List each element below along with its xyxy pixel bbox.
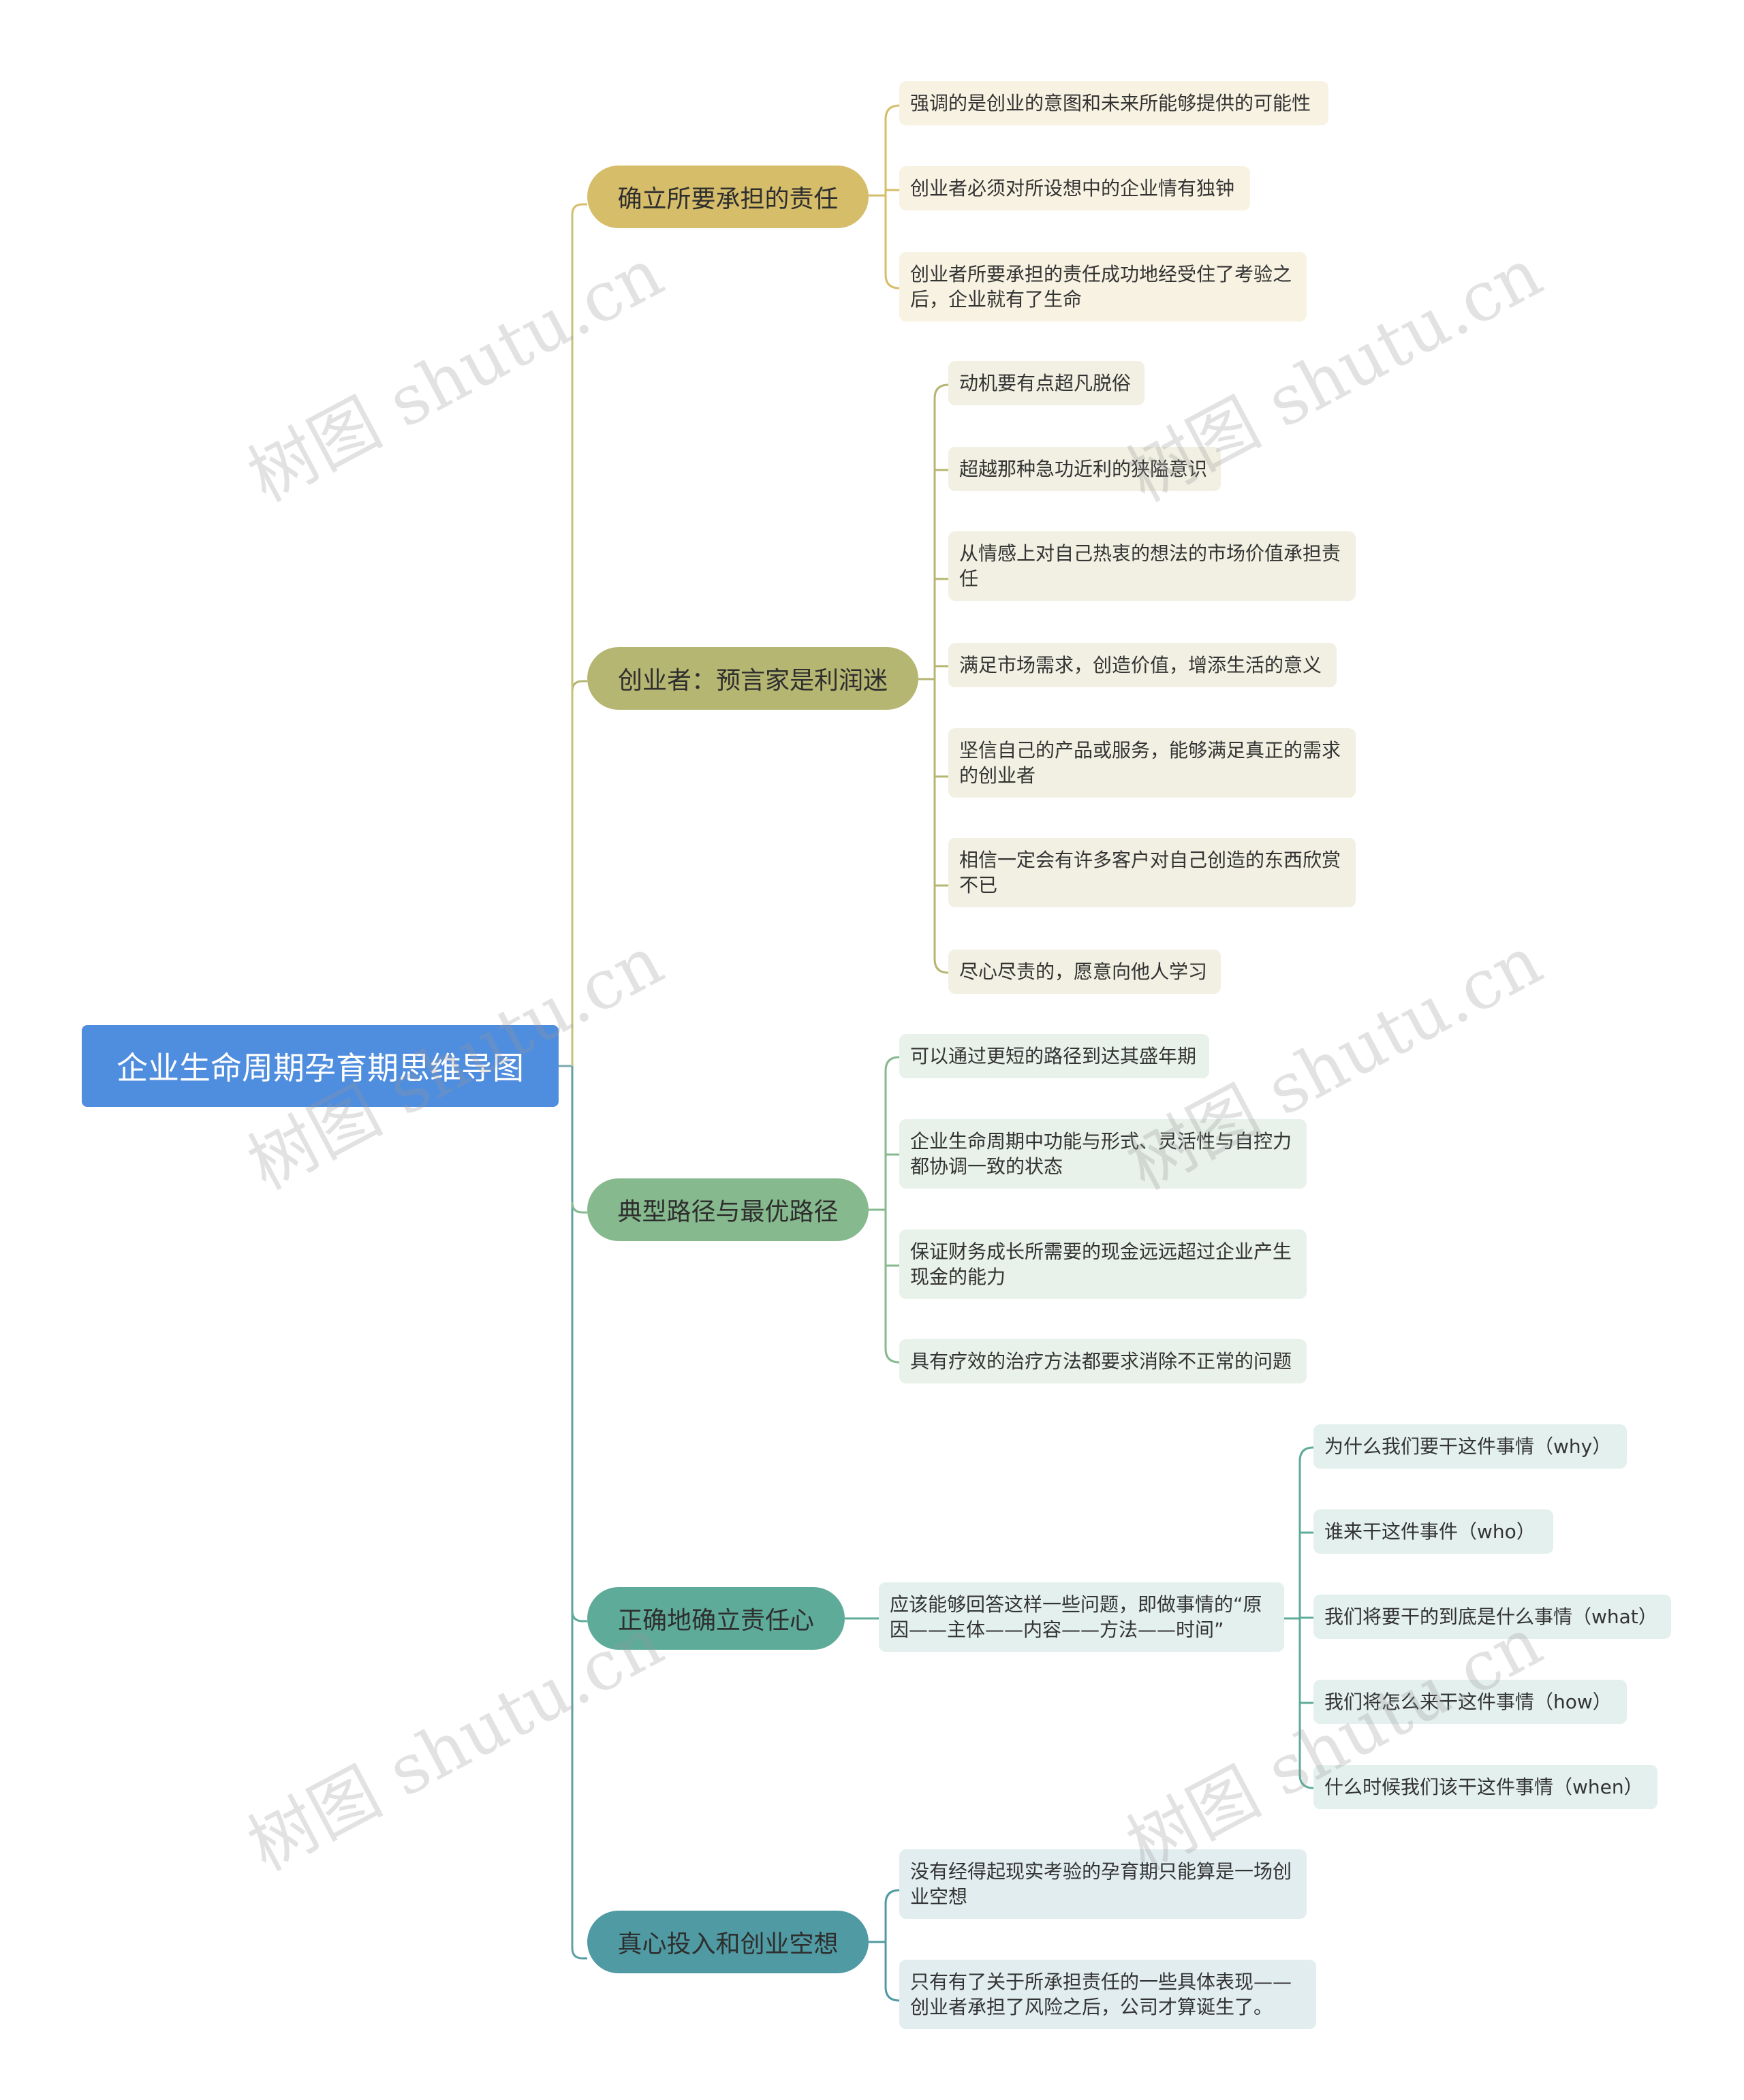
leaf-node[interactable]: 坚信自己的产品或服务，能够满足真正的需求的创业者 [948, 728, 1356, 798]
leaf-node[interactable]: 可以通过更短的路径到达其盛年期 [899, 1034, 1209, 1078]
root-node[interactable]: 企业生命周期孕育期思维导图 [82, 1025, 559, 1107]
leaf-node[interactable]: 尽心尽责的，愿意向他人学习 [948, 950, 1221, 994]
branch-node-accountability[interactable]: 正确地确立责任心 [587, 1587, 845, 1650]
leaf-node[interactable]: 我们将要干的到底是什么事情（what） [1313, 1595, 1671, 1639]
branch-node-paths[interactable]: 典型路径与最优路径 [587, 1178, 869, 1241]
leaf-node[interactable]: 动机要有点超凡脱俗 [948, 361, 1144, 405]
leaf-node[interactable]: 只有有了关于所承担责任的一些具体表现——创业者承担了风险之后，公司才算诞生了。 [899, 1960, 1316, 2029]
leaf-node[interactable]: 强调的是创业的意图和未来所能够提供的可能性 [899, 81, 1328, 125]
leaf-node[interactable]: 谁来干这件事件（who） [1313, 1509, 1553, 1554]
branch-node-responsibility[interactable]: 确立所要承担的责任 [587, 166, 869, 228]
branch-node-commitment[interactable]: 真心投入和创业空想 [587, 1911, 869, 1973]
leaf-node[interactable]: 保证财务成长所需要的现金远远超过企业产生现金的能力 [899, 1229, 1307, 1299]
leaf-node[interactable]: 我们将怎么来干这件事情（how） [1313, 1680, 1627, 1724]
leaf-node[interactable]: 为什么我们要干这件事情（why） [1313, 1424, 1627, 1469]
leaf-node[interactable]: 创业者必须对所设想中的企业情有独钟 [899, 166, 1250, 210]
leaf-node[interactable]: 创业者所要承担的责任成功地经受住了考验之后，企业就有了生命 [899, 252, 1307, 322]
leaf-node[interactable]: 满足市场需求，创造价值，增添生活的意义 [948, 643, 1337, 687]
leaf-node[interactable]: 具有疗效的治疗方法都要求消除不正常的问题 [899, 1339, 1307, 1383]
leaf-node[interactable]: 企业生命周期中功能与形式、灵活性与自控力都协调一致的状态 [899, 1119, 1307, 1189]
leaf-node[interactable]: 超越那种急功近利的狭隘意识 [948, 447, 1221, 491]
branch-node-entrepreneur[interactable]: 创业者：预言家是利润迷 [587, 647, 918, 710]
middle-node[interactable]: 应该能够回答这样一些问题，即做事情的“原因——主体——内容——方法——时间” [879, 1582, 1284, 1652]
leaf-node[interactable]: 什么时候我们该干这件事情（when） [1313, 1765, 1657, 1809]
leaf-node[interactable]: 没有经得起现实考验的孕育期只能算是一场创业空想 [899, 1849, 1307, 1919]
leaf-node[interactable]: 从情感上对自己热衷的想法的市场价值承担责任 [948, 531, 1356, 601]
leaf-node[interactable]: 相信一定会有许多客户对自己创造的东西欣赏不已 [948, 838, 1356, 907]
